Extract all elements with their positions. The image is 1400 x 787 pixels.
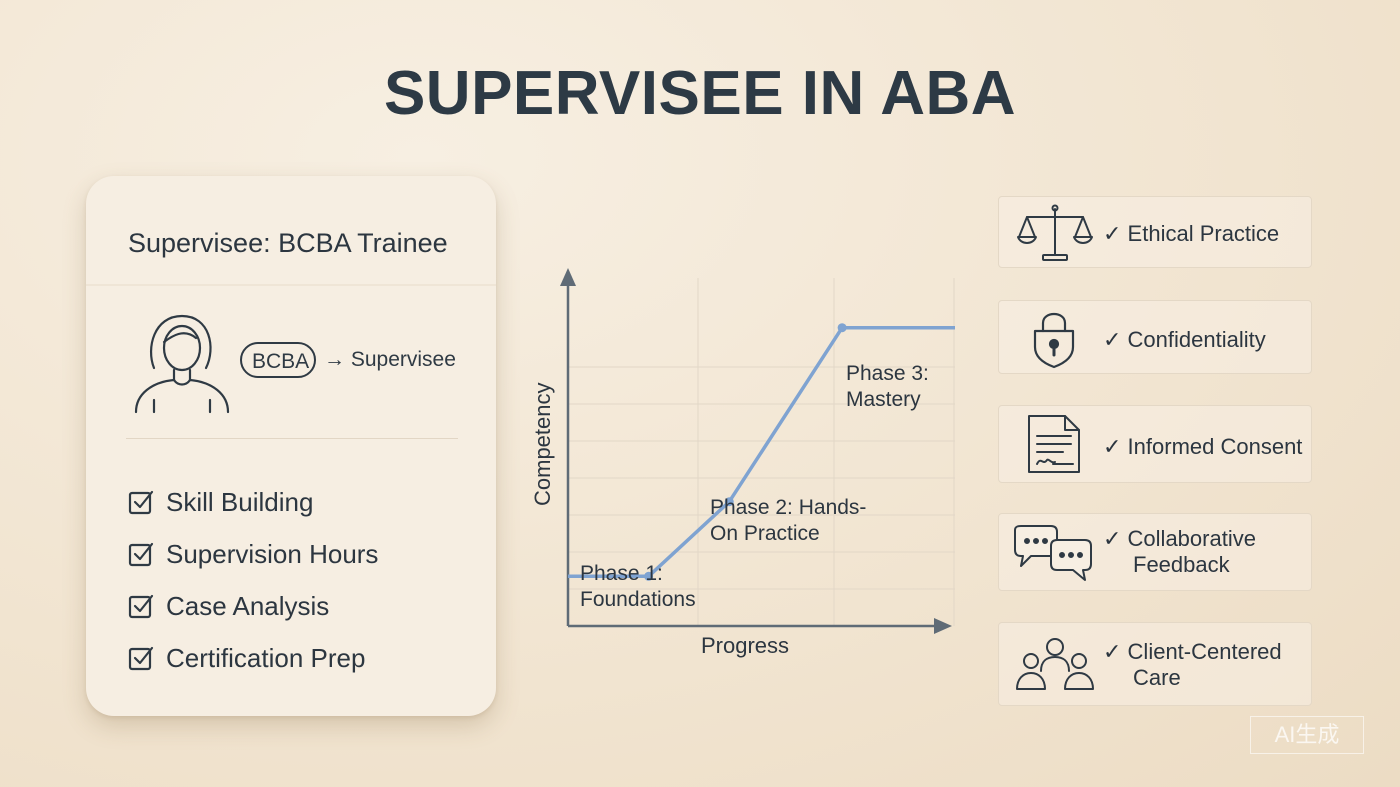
feature-label: ✓ Informed Consent xyxy=(1103,434,1302,460)
feature-label: ✓ Confidentiality xyxy=(1103,327,1266,353)
chart-annotations: Phase 1: Foundations Phase 2: Hands- On Pra… xyxy=(580,362,929,611)
chat-bubbles-icon xyxy=(1011,524,1093,589)
card-divider xyxy=(126,438,458,439)
person-icon xyxy=(132,308,232,423)
checklist-item: Certification Prep xyxy=(128,632,378,684)
phase-annotation: Phase 1: Foundations xyxy=(580,562,696,611)
feature-collaborative-feedback: ✓ Collaborative Feedback xyxy=(998,513,1312,591)
checklist-item: Supervision Hours xyxy=(128,528,378,580)
feature-label-line: Care xyxy=(1133,665,1181,690)
checkbox-checked-icon xyxy=(128,646,154,671)
feature-label-line: ✓ Informed Consent xyxy=(1103,434,1303,459)
ai-generated-watermark: AI生成 xyxy=(1250,716,1364,754)
feature-confidentiality: ✓ Confidentiality xyxy=(998,300,1312,374)
phase-annotation-line: Foundations xyxy=(580,588,696,611)
y-axis-arrow xyxy=(560,268,576,286)
supervisee-card: Supervisee: BCBA Trainee BCBA → Supervis… xyxy=(86,176,496,716)
feature-client-centered-care: ✓ Client-Centered Care xyxy=(998,622,1312,706)
card-title: Supervisee: BCBA Trainee xyxy=(128,228,448,258)
checklist-label: Certification Prep xyxy=(166,642,366,673)
y-axis-label: Competency xyxy=(530,382,555,506)
feature-label-line: ✓ Ethical Practice xyxy=(1103,221,1280,246)
feature-label-line: ✓ Client-Centered xyxy=(1103,639,1282,664)
checkbox-checked-icon xyxy=(128,542,154,567)
bcba-badge: BCBA xyxy=(240,342,316,378)
phase-annotation-line: Phase 3: xyxy=(846,362,929,385)
checklist-item: Case Analysis xyxy=(128,580,378,632)
checkbox-checked-icon xyxy=(128,490,154,515)
feature-label: ✓ Client-Centered Care xyxy=(1103,639,1282,691)
checklist-label: Case Analysis xyxy=(166,590,330,621)
data-point xyxy=(837,323,847,333)
chart-series xyxy=(568,323,955,581)
feature-label: ✓ Collaborative Feedback xyxy=(1103,526,1256,578)
phase-annotation-line: Phase 1: xyxy=(580,562,663,585)
feature-informed-consent: ✓ Informed Consent xyxy=(998,405,1312,483)
data-point xyxy=(724,497,734,507)
lock-icon xyxy=(1031,307,1077,374)
checklist-label: Supervision Hours xyxy=(166,538,379,569)
competency-progress-chart: Competency Progress Phase 1:FoundationsP… xyxy=(530,268,955,658)
checkbox-checked-icon xyxy=(128,594,154,619)
feature-ethical-practice: ✓ Ethical Practice xyxy=(998,196,1312,268)
phase-annotation-line: Phase 2: Hands- xyxy=(710,496,866,519)
scales-icon xyxy=(1017,203,1093,268)
checklist: Skill Building Supervision Hours Case An… xyxy=(128,476,378,684)
checklist-item: Skill Building xyxy=(128,476,378,528)
people-icon xyxy=(1015,637,1095,698)
phase-annotation-line: On Practice xyxy=(710,522,820,545)
phase-annotation: Phase 2: Hands- On Practice xyxy=(710,496,866,545)
phase-annotation: Phase 3: Mastery xyxy=(846,362,929,411)
feature-label: ✓ Ethical Practice xyxy=(1103,221,1279,247)
card-header-band xyxy=(86,284,496,286)
feature-label-line: ✓ Confidentiality xyxy=(1103,327,1266,352)
checklist-label: Skill Building xyxy=(166,486,314,517)
role-arrow-label: → Supervisee xyxy=(324,348,456,371)
data-point xyxy=(644,571,654,581)
phase-annotation-line: Mastery xyxy=(846,388,921,411)
document-icon xyxy=(1027,414,1083,479)
feature-label-line: Feedback xyxy=(1133,552,1230,577)
chart-grid xyxy=(568,278,955,626)
page-title: SUPERVISEE IN ABA xyxy=(383,59,1017,128)
feature-label-line: ✓ Collaborative xyxy=(1103,526,1256,551)
x-axis-label: Progress xyxy=(701,633,789,658)
x-axis-arrow xyxy=(934,618,952,634)
